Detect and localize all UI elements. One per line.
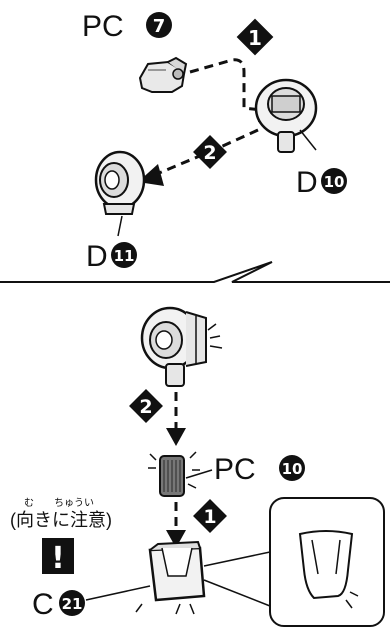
pc7-part-icon bbox=[138, 56, 188, 93]
c21-number-badge: 21 bbox=[59, 590, 85, 616]
svg-text:10: 10 bbox=[324, 173, 345, 191]
svg-text:10: 10 bbox=[282, 460, 303, 478]
svg-text:21: 21 bbox=[62, 595, 83, 613]
svg-text:1: 1 bbox=[203, 506, 216, 528]
step1-badge-top: 1 bbox=[236, 18, 274, 56]
arrow-step1-top bbox=[189, 58, 263, 112]
hinge-assembly-icon bbox=[140, 306, 223, 387]
caution-icon: ! bbox=[42, 538, 74, 576]
pc10-label: PC bbox=[214, 453, 256, 486]
d10-number-badge: 10 bbox=[321, 168, 347, 194]
pc10-part-icon bbox=[148, 451, 200, 497]
d11-label: D bbox=[86, 240, 108, 273]
pc10-leader-line bbox=[185, 469, 213, 479]
caution-ruby: む ちゅうい bbox=[24, 497, 94, 509]
d11-part-icon bbox=[94, 150, 146, 237]
d10-part-icon bbox=[254, 78, 318, 153]
step1-badge-bottom: 1 bbox=[193, 499, 227, 533]
d10-label: D bbox=[296, 166, 318, 199]
detail-callout-lines bbox=[203, 551, 271, 607]
svg-text:11: 11 bbox=[114, 247, 135, 265]
svg-text:2: 2 bbox=[203, 142, 216, 164]
pc7-number-badge: 7 bbox=[146, 12, 172, 38]
caution-text: (向きに注意) bbox=[10, 510, 112, 530]
section-divider bbox=[0, 261, 390, 283]
svg-text:7: 7 bbox=[153, 16, 166, 37]
detail-view-icon bbox=[269, 497, 385, 627]
c21-label: C bbox=[32, 588, 54, 621]
step2-badge-bottom: 2 bbox=[129, 389, 163, 423]
arrow-head-step2-bottom bbox=[166, 428, 186, 446]
c21-leader-line bbox=[85, 585, 151, 601]
d11-number-badge: 11 bbox=[111, 242, 137, 268]
svg-text:!: ! bbox=[51, 541, 65, 576]
svg-text:2: 2 bbox=[139, 396, 152, 418]
step2-badge-top: 2 bbox=[193, 135, 227, 169]
svg-text:1: 1 bbox=[248, 26, 262, 50]
arrow-head-step1-bottom bbox=[166, 530, 186, 548]
c21-part-icon bbox=[135, 540, 206, 615]
pc7-label: PC bbox=[82, 10, 124, 43]
pc10-number-badge: 10 bbox=[279, 455, 305, 481]
